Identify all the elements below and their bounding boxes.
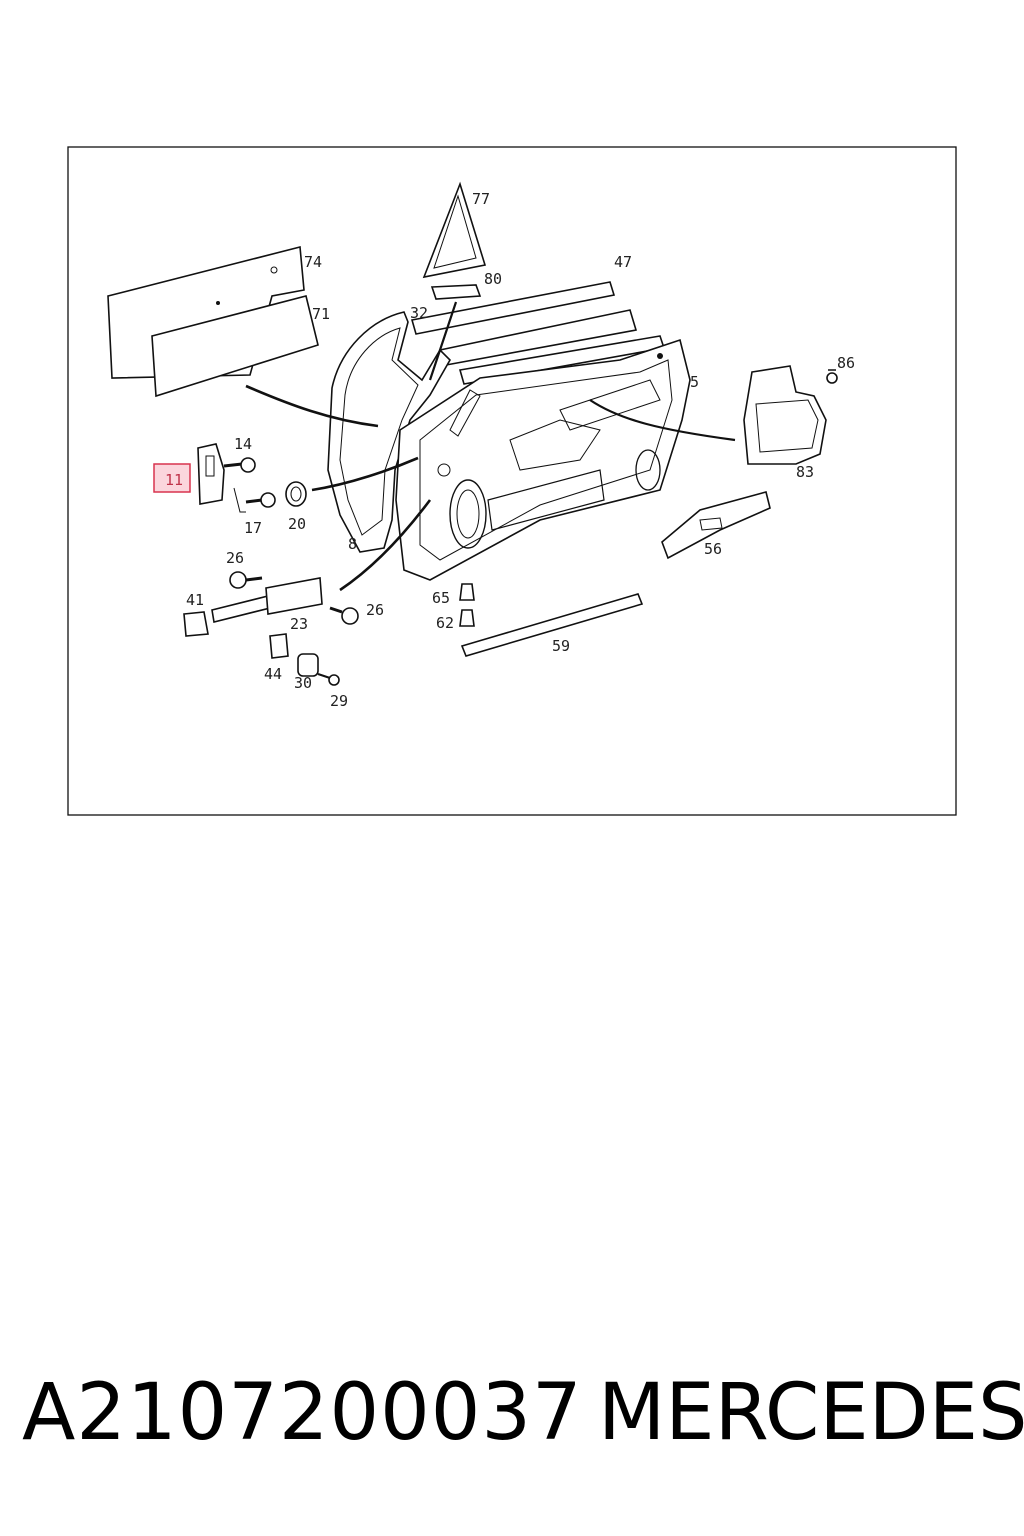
callout-8: 8 <box>348 535 357 553</box>
callout-11: 11 <box>165 471 183 489</box>
door-check-strap <box>211 577 323 623</box>
door-insulation-panel <box>107 245 319 398</box>
leader-hinge-bolts <box>233 487 246 513</box>
callout-26-upper: 26 <box>226 549 244 567</box>
bumper-41 <box>183 611 209 637</box>
bolt-17 <box>245 492 276 508</box>
gasket-30 <box>297 653 319 677</box>
callout-5: 5 <box>690 373 699 391</box>
callout-23: 23 <box>290 615 308 633</box>
window-guide-rail <box>428 301 458 381</box>
callout-65: 65 <box>432 589 450 607</box>
screw-29 <box>317 673 340 686</box>
arrow-panel-to-door <box>245 384 379 428</box>
callout-83: 83 <box>796 463 814 481</box>
vent-window-triangle <box>422 181 487 279</box>
callout-41: 41 <box>186 591 204 609</box>
door-sill-trim <box>661 491 771 560</box>
part-number-label: A2107200037 <box>22 1368 583 1458</box>
clip-86 <box>826 369 838 384</box>
bolt-26-lower <box>329 606 359 625</box>
bolt-26-upper <box>229 571 263 589</box>
lower-door-strip <box>460 593 644 657</box>
callout-62: 62 <box>436 614 454 632</box>
callout-26-lower: 26 <box>366 601 384 619</box>
grommet-20 <box>285 481 307 507</box>
callout-86: 86 <box>837 354 855 372</box>
arrow-check-to-door <box>339 499 432 592</box>
callout-14: 14 <box>234 435 252 453</box>
door-outer-frame <box>327 311 451 553</box>
arrow-hinge-to-door <box>311 456 419 492</box>
door-hinge <box>197 443 225 505</box>
door-inner-body <box>395 338 736 581</box>
callout-44: 44 <box>264 665 282 683</box>
clip-44 <box>269 633 289 659</box>
pin-62 <box>459 609 475 627</box>
callout-17: 17 <box>244 519 262 537</box>
callout-30: 30 <box>294 674 312 692</box>
callout-56: 56 <box>704 540 722 558</box>
brand-label: MERCEDES <box>598 1368 1024 1458</box>
seal-pad <box>430 284 482 300</box>
callout-77: 77 <box>472 190 490 208</box>
diagram-frame <box>67 146 957 816</box>
callout-74: 74 <box>304 253 322 271</box>
highlighted-part-11[interactable]: 11 <box>153 463 191 493</box>
callout-80: 80 <box>484 270 502 288</box>
bolt-14 <box>223 457 256 473</box>
speaker-cover <box>743 365 827 465</box>
callout-32: 32 <box>410 304 428 322</box>
pin-65 <box>459 583 475 601</box>
callout-29: 29 <box>330 692 348 710</box>
callout-47: 47 <box>614 253 632 271</box>
callout-20: 20 <box>288 515 306 533</box>
callout-59: 59 <box>552 637 570 655</box>
callout-71: 71 <box>312 305 330 323</box>
